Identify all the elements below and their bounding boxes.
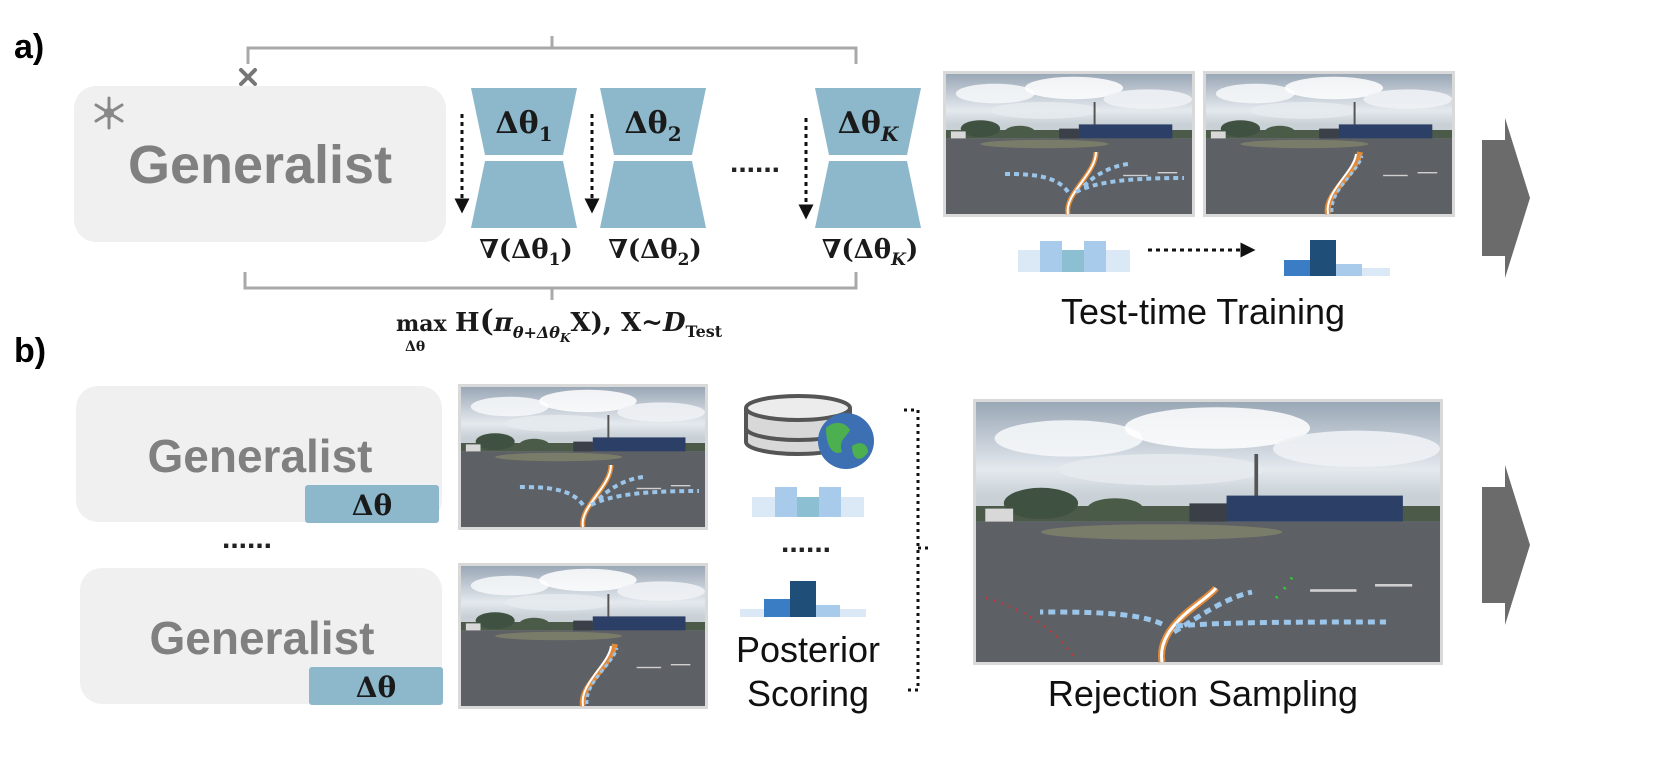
top-bracket	[246, 36, 858, 64]
globe-icon	[818, 413, 874, 469]
scoring-line2: Scoring	[747, 673, 869, 714]
arrow-right-icon	[1482, 118, 1530, 278]
gradient-label-1: ∇(Δθ1)	[479, 235, 573, 270]
arrow-right-icon-b	[1482, 465, 1530, 625]
caption-rejection-sampling: Rejection Sampling	[1048, 673, 1358, 714]
adapter-2-label: Δθ2	[624, 106, 681, 146]
adapter-k-label: ΔθK	[838, 106, 900, 146]
histogram-b2	[740, 581, 866, 617]
caption-test-time-training: Test-time Training	[1061, 291, 1345, 332]
panel-b-label: b)	[14, 332, 46, 370]
scene-image-b2	[458, 563, 708, 709]
histogram-b1	[752, 487, 864, 517]
delta-badge-2	[309, 667, 443, 705]
generalist-label-b2: Generalist	[150, 612, 375, 664]
ellipsis-mid: ......	[781, 526, 831, 559]
cross-icon	[239, 68, 257, 86]
delta-label-1: Δθ	[352, 489, 392, 522]
generalist-label-a: Generalist	[128, 135, 392, 195]
scoring-line1: Posterior	[736, 629, 880, 670]
histogram-after	[1284, 240, 1390, 276]
delta-badge-1	[305, 485, 439, 523]
adapter-k: ΔθK ∇(ΔθK)	[798, 88, 921, 270]
adapter-ellipsis: ......	[730, 146, 780, 179]
bottom-bracket	[243, 272, 858, 300]
objective-formula: max Δθ H(πθ+ΔθKX), X~DTest	[396, 304, 723, 355]
scene-image-large	[973, 399, 1443, 665]
histogram-before	[1018, 241, 1130, 272]
objective-body: H(πθ+ΔθKX), X~DTest	[455, 304, 723, 345]
adapter-2: Δθ2 ∇(Δθ2)	[584, 88, 706, 270]
adapter-1: Δθ1 ∇(Δθ1)	[454, 88, 577, 270]
gradient-label-2: ∇(Δθ2)	[608, 235, 702, 270]
adapter-1-label: Δθ1	[495, 106, 552, 146]
objective-max: max	[396, 311, 448, 337]
generalist-label-b1: Generalist	[148, 430, 373, 482]
objective-max-sub: Δθ	[405, 339, 425, 355]
delta-label-2: Δθ	[356, 671, 396, 704]
scene-image-a1	[943, 71, 1195, 217]
dotted-bracket	[904, 408, 932, 692]
scene-image-b1	[458, 384, 708, 530]
panel-a-label: a)	[14, 28, 44, 66]
scene-image-a2	[1203, 71, 1455, 217]
ellipsis-left: ......	[222, 522, 272, 555]
gradient-label-k: ∇(ΔθK)	[822, 235, 919, 270]
snowflake-icon	[94, 96, 124, 130]
generalist-box-a	[74, 86, 446, 242]
